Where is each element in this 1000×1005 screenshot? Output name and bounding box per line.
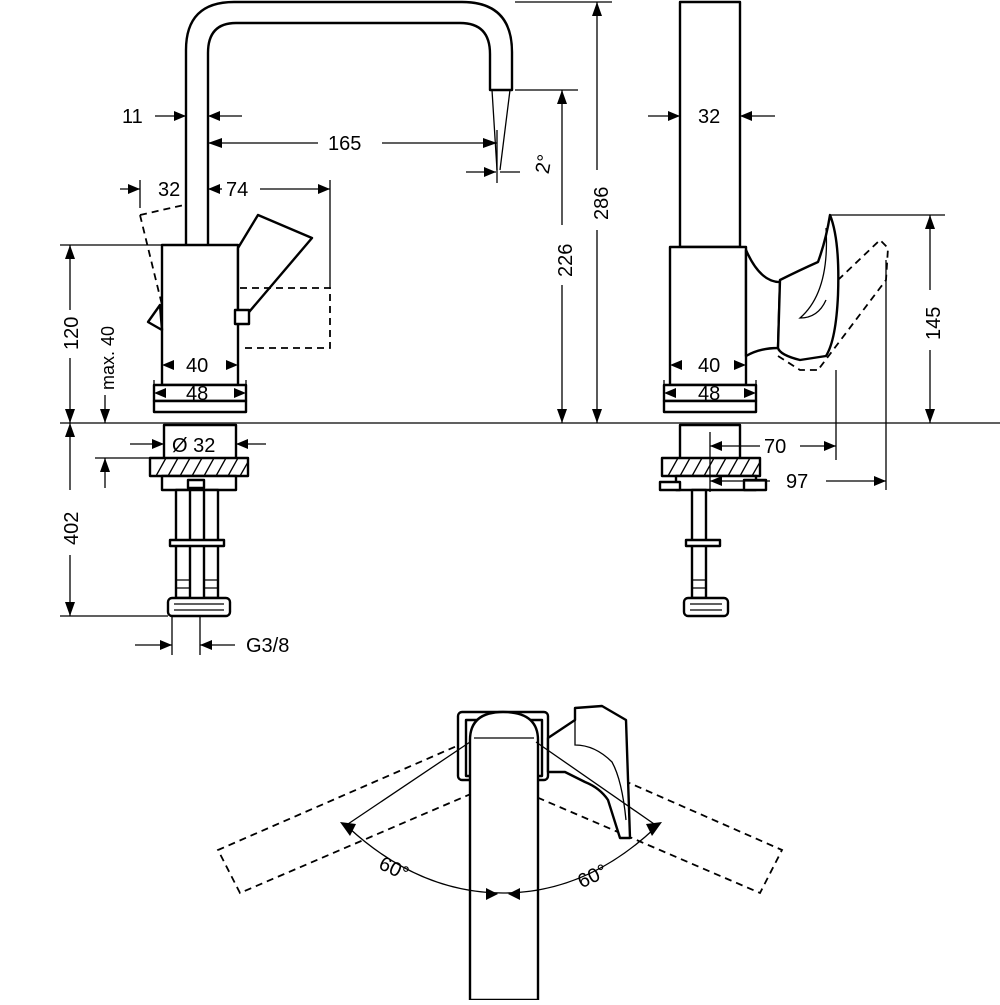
side-lever: [744, 248, 782, 358]
dim-g3-8: G3/8: [246, 635, 289, 657]
front-lever: [236, 213, 314, 327]
dim-11: 11: [122, 106, 143, 128]
side-hose-rings: [692, 579, 706, 589]
dim-32-side: 32: [698, 106, 720, 128]
dim-145: 145: [923, 307, 945, 340]
front-nut-tab: [186, 478, 206, 490]
side-body: [668, 245, 748, 387]
dim-74: 74: [226, 179, 248, 201]
front-view: [139, 0, 514, 618]
side-nut-tab-right: [742, 478, 768, 492]
top-angle-guide-left: [344, 741, 471, 827]
top-lever: [546, 704, 632, 840]
dim-226: 226: [555, 244, 577, 277]
top-spout: [468, 710, 540, 1002]
side-lever-dashed: [777, 238, 889, 371]
front-spout: [184, 0, 514, 247]
dim-48-left: 48: [186, 383, 208, 405]
top-angle-arrow-center-l: [486, 888, 498, 900]
side-lever-handle: [776, 213, 840, 362]
top-lever-inner: [574, 708, 627, 821]
top-angle-arc: [348, 827, 656, 894]
side-view: [658, 0, 889, 618]
side-base-ring-2: [662, 399, 758, 414]
front-washer-hatch: [155, 457, 249, 477]
front-lever-base: [233, 308, 251, 326]
front-lever-dashed: [139, 204, 331, 349]
side-hose-end: [682, 596, 730, 618]
dim-40-left: 40: [186, 355, 208, 377]
dim-70: 70: [764, 436, 786, 458]
dim-165: 165: [328, 133, 361, 155]
front-base-ring-2: [152, 399, 248, 414]
dim-97: 97: [786, 471, 808, 493]
dimension-lines: [60, 1, 945, 655]
top-angle-arrow-left: [340, 822, 356, 836]
dim-32-top: 32: [158, 179, 180, 201]
side-hose-clip: [684, 538, 722, 548]
top-angle-arrow-center-r: [508, 888, 520, 900]
dim-2-deg: 2°: [532, 153, 557, 176]
top-view: [216, 704, 784, 1002]
side-hose-end-detail: [690, 603, 722, 611]
side-spout-column: [678, 0, 742, 249]
dim-60-left: 60°: [375, 853, 412, 886]
front-hose-clip: [168, 538, 226, 548]
top-angle-guide-right: [535, 741, 658, 827]
front-lever-cap: [146, 303, 164, 332]
front-hose-end: [166, 596, 232, 618]
front-shank: [162, 423, 238, 461]
side-lever-inner: [798, 227, 828, 319]
side-nut-tab-left: [658, 480, 682, 492]
dim-286: 286: [591, 187, 613, 220]
dim-diameter-32: Ø 32: [172, 435, 215, 457]
dim-max-40: max. 40: [98, 326, 118, 390]
front-hose-rings: [176, 579, 218, 589]
top-lever-dashed-left: [216, 741, 481, 895]
front-water-stream: [491, 89, 511, 171]
top-angle-arrow-right: [646, 822, 662, 836]
dim-402: 402: [61, 512, 83, 545]
front-hose-end-detail: [174, 603, 224, 611]
side-washer-hatch: [667, 457, 761, 477]
dim-48-side: 48: [698, 383, 720, 405]
dim-120: 120: [61, 317, 83, 350]
dim-40-side: 40: [698, 355, 720, 377]
